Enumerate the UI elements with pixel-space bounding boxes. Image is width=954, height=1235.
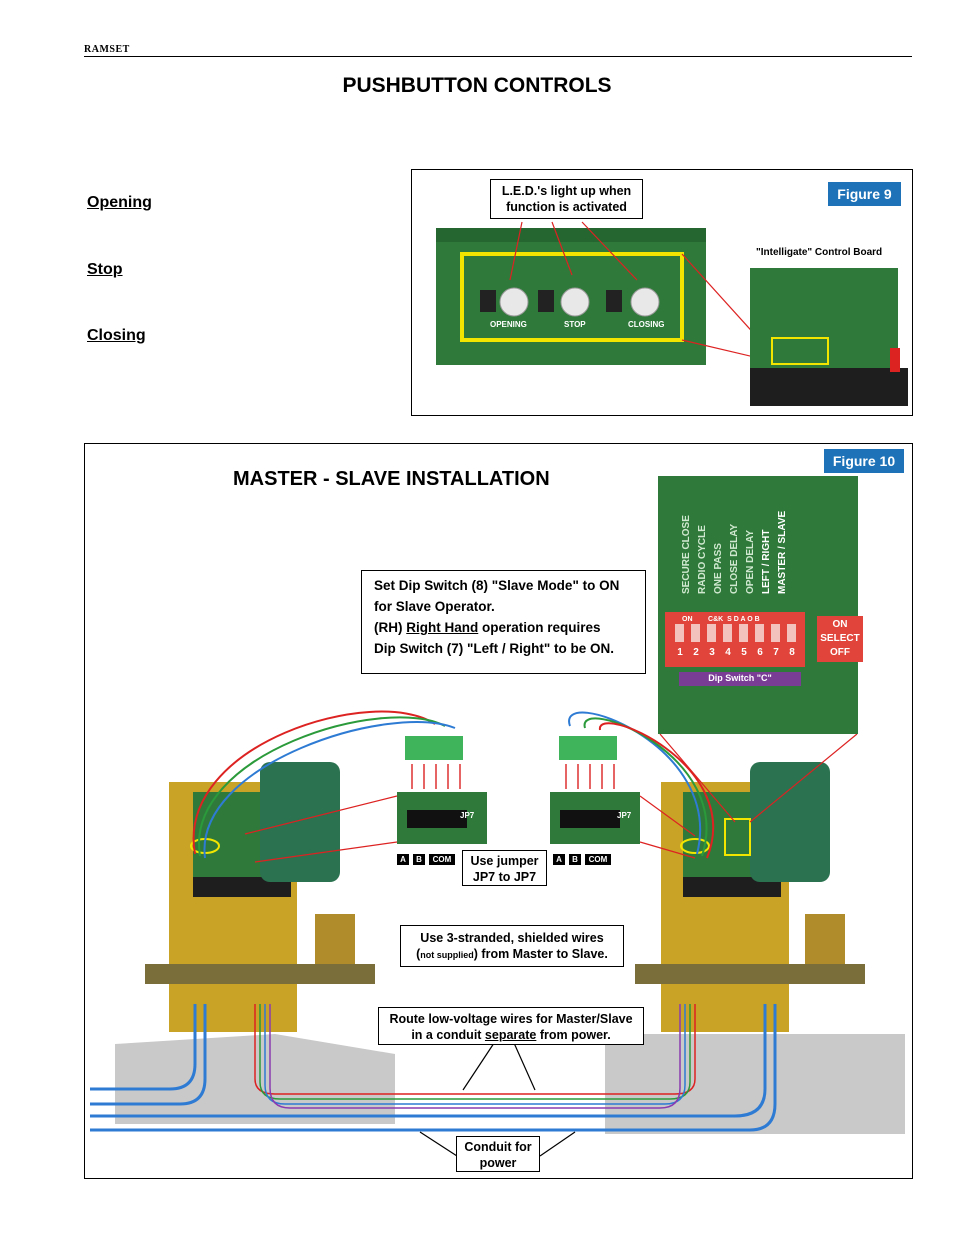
master-plug: [405, 736, 463, 760]
figure-10-badge: Figure 10: [824, 449, 904, 473]
slave-plug: [559, 736, 617, 760]
figure-9-illustration: OPENING STOP CLOSING: [436, 221, 908, 406]
button-highlight: [460, 252, 684, 342]
opening-button-icon: [480, 287, 529, 317]
dip-switch-note: Set Dip Switch (8) "Slave Mode" to ON fo…: [361, 570, 646, 674]
slave-tag-b: B: [569, 854, 581, 865]
master-jp7-label: JP7: [460, 811, 475, 820]
control-board-label: "Intelligate" Control Board: [756, 247, 883, 258]
dip-number-row: 1 2 3 4 5 6 7 8: [677, 647, 795, 658]
figure-9-panel: OPENING STOP CLOSING L.E.D.'s light up w…: [411, 169, 913, 416]
stop-button-icon: [538, 287, 590, 317]
page-title: PUSHBUTTON CONTROLS: [342, 74, 612, 97]
figure-10-illustration: [90, 476, 905, 1157]
slave-tag-com: COM: [585, 854, 611, 865]
closing-label: Closing: [87, 327, 146, 344]
select-labels: ON SELECT OFF: [820, 619, 860, 658]
dip-switch-name: Dip Switch "C": [708, 673, 772, 683]
dip-switch-panel: [658, 476, 858, 734]
header-rule: [84, 56, 912, 57]
dip-top-labels: ON C&K S D A O B: [682, 616, 760, 623]
figure-10-panel: MASTER - SLAVE INSTALLATION Figure 10 Se…: [84, 443, 913, 1179]
board-button-label: STOP: [564, 320, 586, 329]
stop-label: Stop: [87, 261, 123, 278]
board-button-label: OPENING: [490, 320, 527, 329]
select-indicator: [817, 616, 863, 662]
slave-operator: [635, 762, 865, 1032]
jumper-callout: Use jumper JP7 to JP7: [462, 850, 547, 886]
master-operator: [145, 762, 375, 1032]
master-slave-title: MASTER - SLAVE INSTALLATION: [233, 468, 550, 490]
control-board-overview: [750, 268, 898, 368]
master-tag-b: B: [413, 854, 425, 865]
slave-jp7-label: JP7: [617, 811, 632, 820]
brand-label: RAMSET: [84, 44, 130, 55]
route-callout: Route low-voltage wires for Master/Slave…: [378, 1007, 644, 1045]
closing-button-icon: [606, 287, 660, 317]
slave-tag-a: A: [553, 854, 565, 865]
board-button-label: CLOSING: [628, 320, 664, 329]
wires-callout: Use 3-stranded, shielded wires (not supp…: [400, 925, 624, 967]
figure-9-badge: Figure 9: [828, 182, 901, 206]
conduit-callout: Conduit for power: [456, 1136, 540, 1172]
opening-label: Opening: [87, 194, 152, 211]
master-tag-a: A: [397, 854, 409, 865]
dip-switch-block: [665, 612, 805, 667]
master-tag-com: COM: [429, 854, 455, 865]
dip-labels: SECURE CLOSE RADIO CYCLE ONE PASS CLOSE …: [681, 510, 788, 594]
led-callout: L.E.D.'s light up when function is activ…: [490, 179, 643, 219]
